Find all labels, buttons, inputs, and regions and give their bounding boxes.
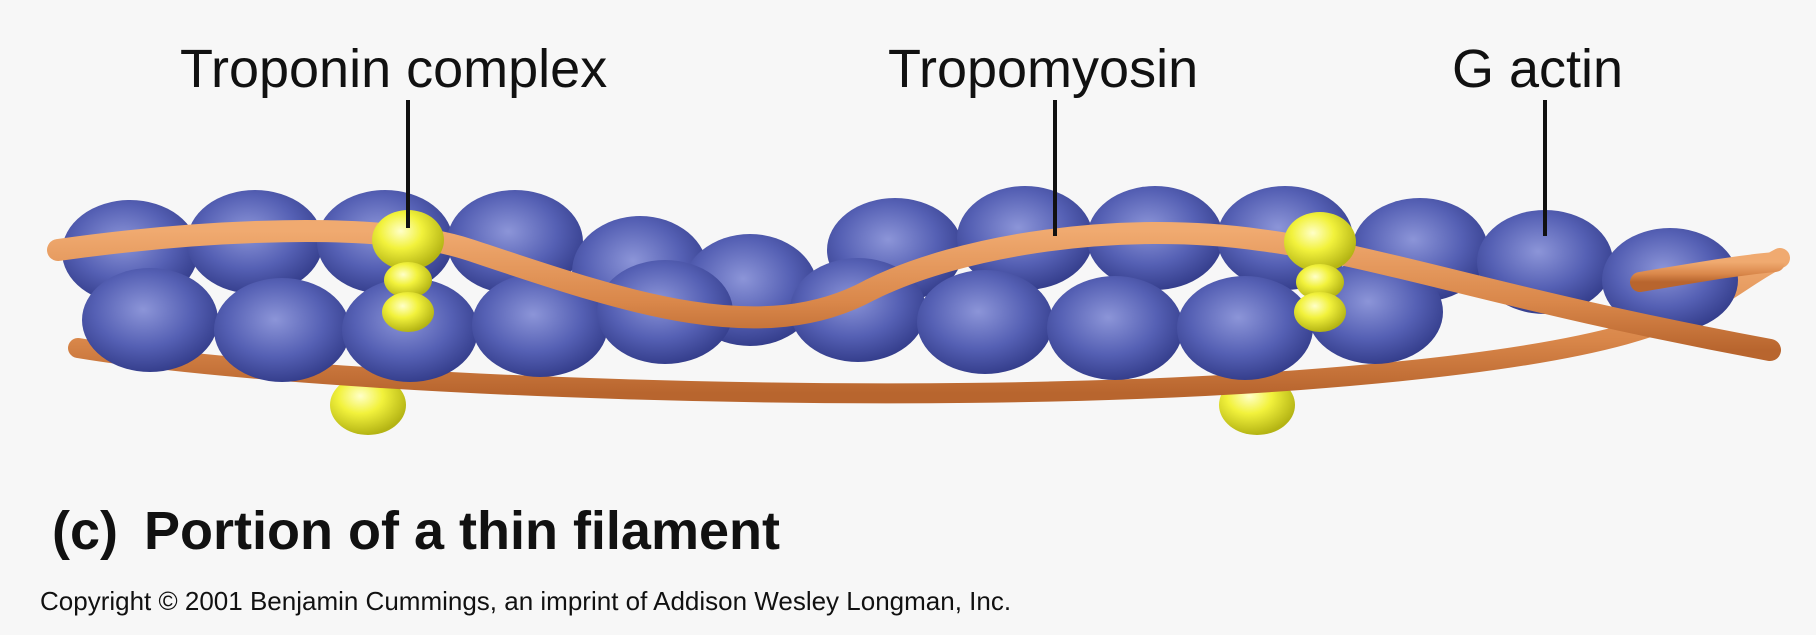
figure-caption: (c) Portion of a thin filament (52, 500, 780, 562)
caption-title: Portion of a thin filament (144, 501, 780, 561)
caption-part-letter: (c) (52, 501, 118, 561)
copyright-notice: Copyright © 2001 Benjamin Cummings, an i… (40, 586, 1011, 617)
label-g-actin: G actin (1452, 42, 1623, 96)
label-troponin-complex: Troponin complex (180, 42, 607, 96)
label-tropomyosin: Tropomyosin (888, 42, 1198, 96)
